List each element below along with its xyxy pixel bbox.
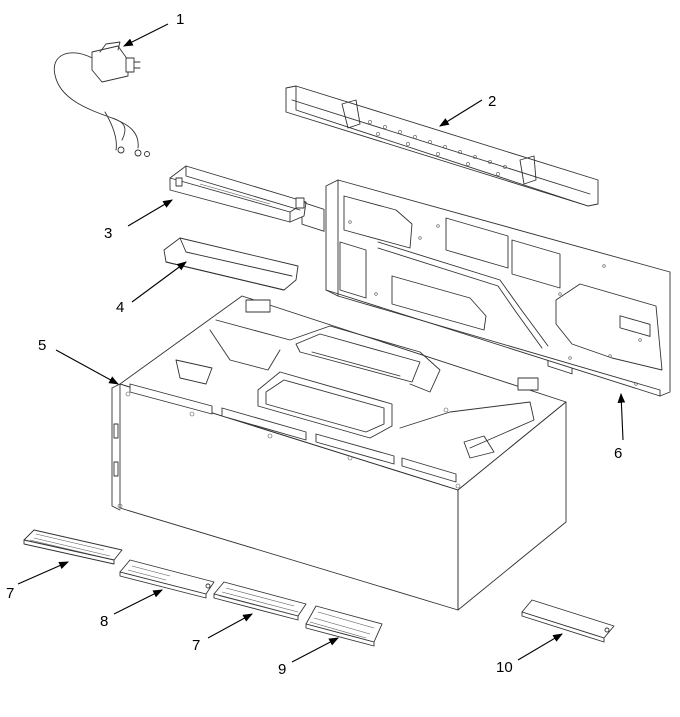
- part-3-bracket-tray: [169, 165, 307, 223]
- callout-8: 8: [100, 613, 108, 630]
- callout-7-left: 7: [6, 585, 14, 602]
- callout-7-middle: 7: [192, 637, 200, 654]
- leader-line-5: [55, 349, 119, 385]
- leader-line-7a: [17, 561, 70, 585]
- callout-3: 3: [104, 225, 112, 242]
- part-6-back-plate: [325, 179, 671, 397]
- part-1-power-cord: [53, 41, 150, 157]
- callout-1: 1: [176, 11, 184, 28]
- leader-line-3: [127, 199, 173, 227]
- part-5-cabinet: [111, 295, 567, 611]
- leader-line-1: [123, 23, 169, 47]
- leader-line-8: [113, 589, 163, 615]
- leader-line-2: [439, 99, 483, 127]
- callout-9: 9: [278, 661, 286, 678]
- part-7-vent-grille-middle: [213, 581, 307, 621]
- leader-line-10: [517, 633, 563, 661]
- part-10-cover-plate: [521, 599, 615, 643]
- part-9-small-grille: [305, 605, 383, 647]
- leader-line-9: [291, 637, 339, 663]
- leader-line-7b: [207, 613, 253, 639]
- callout-5: 5: [38, 337, 46, 354]
- callout-6: 6: [614, 445, 622, 462]
- callout-2: 2: [488, 93, 496, 110]
- part-8-grille-panel: [119, 559, 215, 599]
- callout-10: 10: [496, 659, 513, 676]
- leader-line-4: [131, 261, 187, 303]
- part-7-vent-grille-left: [23, 529, 123, 565]
- callout-4: 4: [116, 299, 124, 316]
- leader-line-6: [617, 392, 626, 441]
